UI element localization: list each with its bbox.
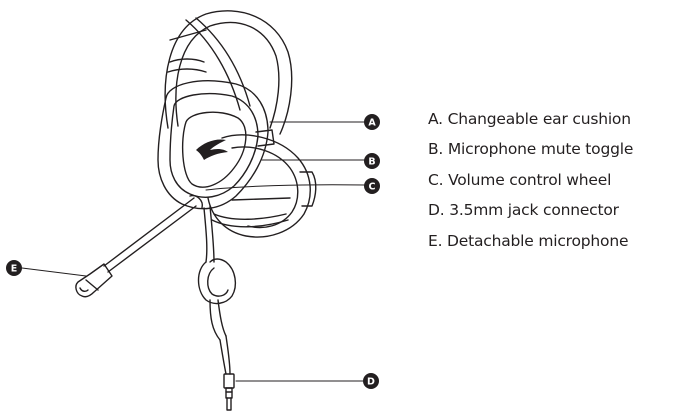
jack-connector	[224, 374, 234, 410]
svg-text:A: A	[368, 118, 376, 129]
callout-badge-a: A	[364, 114, 380, 130]
legend-item-e: E. Detachable microphone	[428, 231, 633, 261]
cable	[199, 206, 236, 410]
legend-item-d: D. 3.5mm jack connector	[428, 200, 633, 230]
callout-legend: A. Changeable ear cushion B. Microphone …	[428, 109, 633, 261]
detachable-microphone	[76, 196, 202, 297]
legend-item-c: C. Volume control wheel	[428, 170, 633, 200]
svg-text:D: D	[367, 377, 375, 388]
callout-badge-b: B	[364, 153, 380, 169]
svg-text:B: B	[368, 157, 375, 168]
svg-text:C: C	[369, 182, 376, 193]
callout-badges: A B C D E	[6, 114, 380, 389]
callout-badge-d: D	[363, 373, 379, 389]
legend-item-b: B. Microphone mute toggle	[428, 139, 633, 169]
leader-line-e	[22, 268, 86, 276]
svg-text:E: E	[11, 264, 18, 275]
rog-logo-icon	[196, 139, 228, 160]
callout-badge-e: E	[6, 260, 22, 276]
leader-lines	[22, 122, 366, 381]
legend-item-a: A. Changeable ear cushion	[428, 109, 633, 139]
callout-badge-c: C	[364, 178, 380, 194]
headband	[165, 11, 292, 134]
